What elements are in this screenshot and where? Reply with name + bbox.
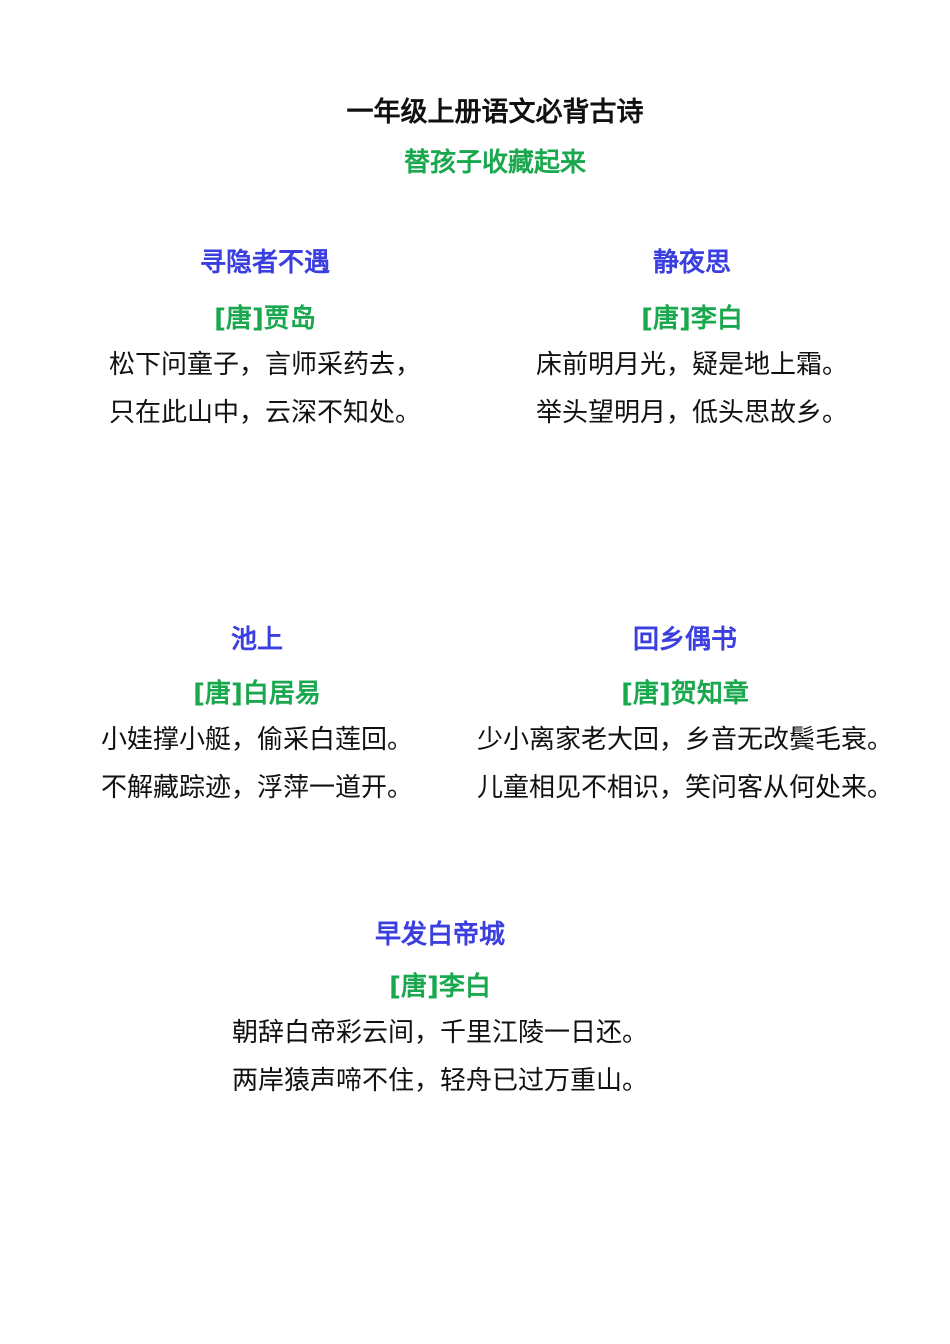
poem-line: 松下问童子，言师采药去， (108, 350, 421, 380)
poem-chishang: 池上 [唐]白居易 小娃撑小艇，偷采白莲回。 不解藏踪迹，浮萍一道开。 (72, 620, 442, 812)
poem-line: 朝辞白帝彩云间，千里江陵一日还。 (231, 1018, 648, 1048)
poem-line: 只在此山中，云深不知处。 (108, 398, 421, 428)
poem-author: [唐]李白 (389, 972, 491, 1002)
poem-xunyinzhe-buyu: 寻隐者不遇 [唐]贾岛 松下问童子，言师采药去， 只在此山中，云深不知处。 (80, 243, 450, 437)
poem-line: 少小离家老大回，乡音无改鬓毛衰。 (476, 725, 893, 755)
poem-line: 床前明月光，疑是地上霜。 (535, 350, 848, 380)
poem-jingyesi: 静夜思 [唐]李白 床前明月光，疑是地上霜。 举头望明月，低头思故乡。 (507, 243, 877, 437)
poem-zaofa-baidicheng: 早发白帝城 [唐]李白 朝辞白帝彩云间，千里江陵一日还。 两岸猿声啼不住，轻舟已… (205, 915, 675, 1105)
poem-line: 儿童相见不相识，笑问客从何处来。 (476, 773, 893, 803)
poem-title: 池上 (230, 625, 283, 655)
poem-title: 回乡偶书 (632, 625, 737, 655)
page-subtitle: 替孩子收藏起来 (403, 148, 586, 178)
poem-author: [唐]白居易 (193, 679, 321, 709)
poem-line: 举头望明月，低头思故乡。 (535, 398, 848, 428)
poem-author: [唐]李白 (641, 304, 743, 334)
poem-line: 两岸猿声啼不住，轻舟已过万重山。 (231, 1066, 648, 1096)
poem-author: [唐]贾岛 (214, 304, 316, 334)
poem-title: 静夜思 (652, 248, 731, 278)
page-title: 一年级上册语文必背古诗 (346, 97, 644, 128)
poem-author: [唐]贺知章 (621, 679, 749, 709)
poem-title: 寻隐者不遇 (199, 248, 330, 278)
poem-line: 小娃撑小艇，偷采白莲回。 (100, 725, 413, 755)
poem-line: 不解藏踪迹，浮萍一道开。 (100, 773, 413, 803)
poem-title: 早发白帝城 (374, 920, 505, 950)
poem-huixiang-oushu: 回乡偶书 [唐]贺知章 少小离家老大回，乡音无改鬓毛衰。 儿童相见不相识，笑问客… (450, 620, 920, 812)
